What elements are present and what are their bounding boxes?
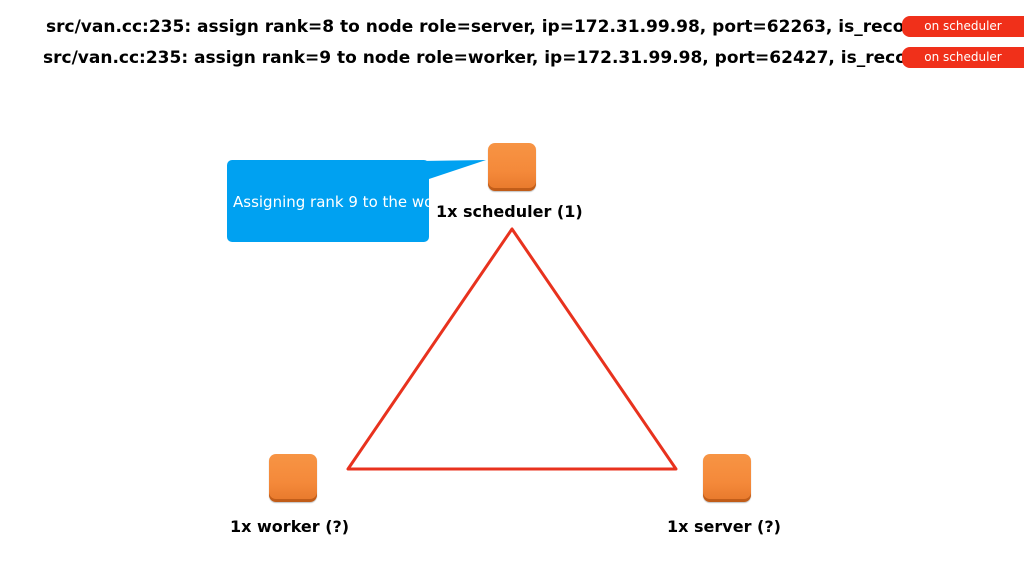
worker-label: 1x worker (?) [230, 517, 350, 536]
scheduler-label: 1x scheduler (1) [436, 202, 583, 221]
on-scheduler-badge: on scheduler [902, 16, 1024, 37]
callout-text: Assigning rank 9 to the worker [233, 193, 429, 211]
log-line-server-assignment: src/van.cc:235: assign rank=8 to node ro… [46, 17, 926, 37]
server-label: 1x server (?) [667, 517, 781, 536]
log-line-worker-assignment: src/van.cc:235: assign rank=9 to node ro… [43, 48, 923, 68]
server-node-icon [703, 454, 751, 502]
scheduler-node-icon [488, 143, 536, 191]
worker-node-icon [269, 454, 317, 502]
on-scheduler-badge: on scheduler [902, 47, 1024, 68]
callout-pointer [420, 160, 486, 182]
connection-triangle [346, 227, 678, 471]
callout-bubble: Assigning rank 9 to the worker [227, 160, 429, 242]
